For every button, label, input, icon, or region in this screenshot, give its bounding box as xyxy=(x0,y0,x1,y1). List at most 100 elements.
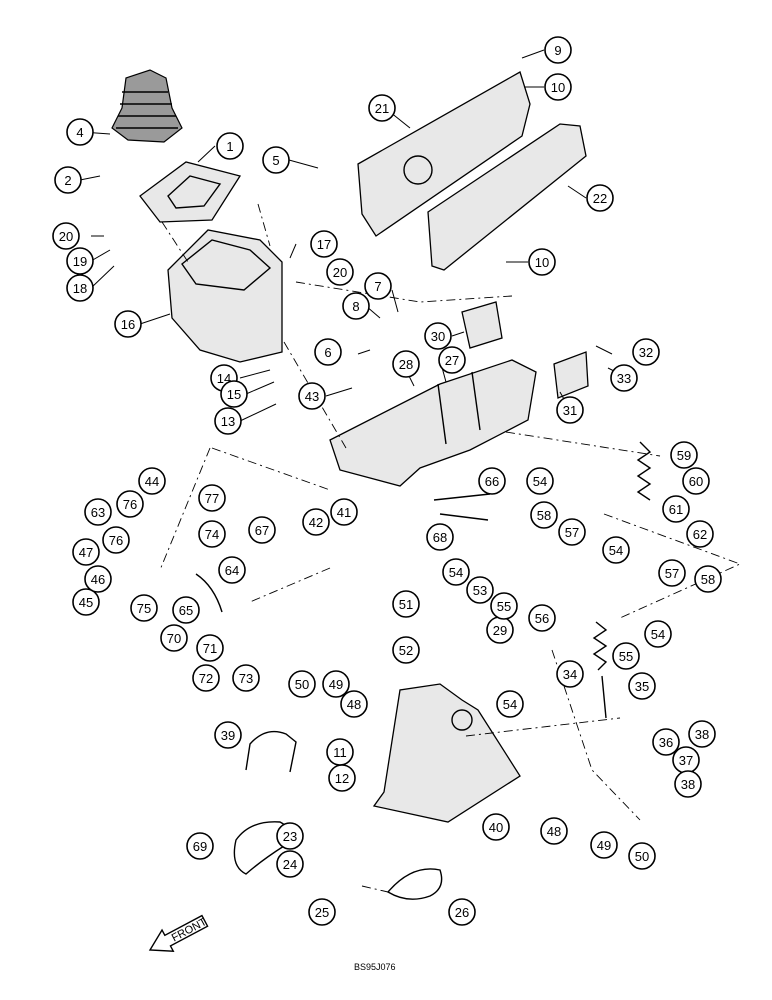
callout-number: 69 xyxy=(193,839,207,854)
parts-artwork xyxy=(111,69,652,900)
callout-circle xyxy=(302,508,330,536)
callout-58: 58 xyxy=(530,501,558,529)
callout-number: 47 xyxy=(79,545,93,560)
callout-number: 28 xyxy=(399,357,413,372)
callout-10: 10 xyxy=(528,248,556,276)
callout-number: 60 xyxy=(689,474,703,489)
callout-number: 10 xyxy=(551,80,565,95)
callout-circle xyxy=(298,382,326,410)
callout-circle xyxy=(220,380,248,408)
callout-37: 37 xyxy=(672,746,700,774)
callout-70: 70 xyxy=(160,624,188,652)
callout-number: 43 xyxy=(305,389,319,404)
callout-circle xyxy=(424,322,452,350)
callout-circle xyxy=(114,310,142,338)
callout-50: 50 xyxy=(628,842,656,870)
loop xyxy=(386,868,443,900)
callout-circle xyxy=(130,594,158,622)
callout-circle xyxy=(442,558,470,586)
block-31 xyxy=(553,351,589,399)
callout-circle xyxy=(528,604,556,632)
callout-56: 56 xyxy=(528,604,556,632)
callout-circle xyxy=(526,467,554,495)
callout-number: 72 xyxy=(199,671,213,686)
callout-circle xyxy=(276,822,304,850)
callout-51: 51 xyxy=(392,590,420,618)
callout-number: 52 xyxy=(399,643,413,658)
callout-number: 50 xyxy=(635,849,649,864)
callout-number: 27 xyxy=(445,353,459,368)
rod-35 xyxy=(601,675,607,719)
callout-49: 49 xyxy=(590,831,618,859)
callout-47: 47 xyxy=(72,538,100,566)
callout-number: 38 xyxy=(681,777,695,792)
spring-34 xyxy=(592,621,608,671)
callout-circle xyxy=(308,898,336,926)
callout-57: 57 xyxy=(658,559,686,587)
callout-circle xyxy=(340,690,368,718)
callout-4: 4 xyxy=(66,118,94,146)
panel xyxy=(427,123,587,271)
callout-circle xyxy=(530,501,558,529)
callout-1: 1 xyxy=(216,132,244,160)
callout-circle xyxy=(310,230,338,258)
callout-73: 73 xyxy=(232,664,260,692)
callouts: 1245678910101112131415161718192020212223… xyxy=(52,36,722,926)
callout-circle xyxy=(632,338,660,366)
callout-38: 38 xyxy=(688,720,716,748)
callout-5: 5 xyxy=(262,146,290,174)
callout-number: 32 xyxy=(639,345,653,360)
callout-55: 55 xyxy=(490,592,518,620)
callout-number: 50 xyxy=(295,677,309,692)
callout-circle xyxy=(602,536,630,564)
callout-circle xyxy=(556,396,584,424)
callout-circle xyxy=(682,467,710,495)
callout-circle xyxy=(688,720,716,748)
callout-number: 57 xyxy=(665,566,679,581)
callout-77: 77 xyxy=(198,484,226,512)
callout-number: 59 xyxy=(677,448,691,463)
callout-32: 32 xyxy=(632,338,660,366)
callout-71: 71 xyxy=(196,634,224,662)
callout-13: 13 xyxy=(214,407,242,435)
callout-circle xyxy=(392,636,420,664)
callout-number: 33 xyxy=(617,371,631,386)
callout-number: 26 xyxy=(455,905,469,920)
callout-number: 58 xyxy=(701,572,715,587)
callout-46: 46 xyxy=(84,565,112,593)
callout-number: 44 xyxy=(145,474,159,489)
callout-number: 36 xyxy=(659,735,673,750)
drawing-code: BS95J076 xyxy=(354,962,396,972)
callout-number: 71 xyxy=(203,641,217,656)
callout-53: 53 xyxy=(466,576,494,604)
callout-number: 2 xyxy=(64,173,71,188)
callout-6: 6 xyxy=(314,338,342,366)
callout-circle xyxy=(232,664,260,692)
callout-circle xyxy=(72,588,100,616)
callout-number: 9 xyxy=(554,43,561,58)
callout-number: 20 xyxy=(59,229,73,244)
callout-number: 57 xyxy=(565,525,579,540)
callout-43: 43 xyxy=(298,382,326,410)
callout-circle xyxy=(218,556,246,584)
callout-number: 55 xyxy=(497,599,511,614)
callout-12: 12 xyxy=(328,764,356,792)
callout-number: 51 xyxy=(399,597,413,612)
callout-number: 65 xyxy=(179,603,193,618)
callout-number: 66 xyxy=(485,474,499,489)
callout-number: 39 xyxy=(221,728,235,743)
callout-number: 77 xyxy=(205,491,219,506)
callout-number: 24 xyxy=(283,857,297,872)
callout-circle xyxy=(544,73,572,101)
callout-number: 76 xyxy=(123,497,137,512)
callout-34: 34 xyxy=(556,660,584,688)
callout-circle xyxy=(198,520,226,548)
callout-9: 9 xyxy=(544,36,572,64)
callout-number: 12 xyxy=(335,771,349,786)
callout-number: 30 xyxy=(431,329,445,344)
callout-number: 19 xyxy=(73,254,87,269)
callout-number: 7 xyxy=(374,279,381,294)
callout-60: 60 xyxy=(682,467,710,495)
callout-circle xyxy=(288,670,316,698)
callout-circle xyxy=(426,523,454,551)
